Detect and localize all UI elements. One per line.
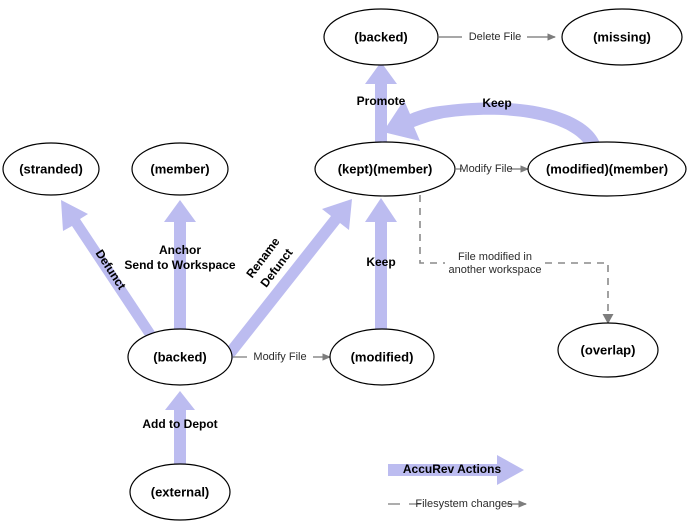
node-label: (backed)	[354, 29, 407, 44]
node-label: (member)	[150, 161, 209, 176]
action-arrow-rename-defunct	[222, 199, 352, 361]
node-kept-member[interactable]: (kept)(member)	[314, 141, 456, 197]
edge-label-modify-file-lower: Modify File	[253, 351, 306, 363]
edge-label-defunct: Defunct	[93, 247, 129, 292]
svg-text:Defunct: Defunct	[93, 247, 129, 292]
node-modified-member[interactable]: (modified)(member)	[527, 141, 687, 197]
action-arrow-defunct	[61, 200, 157, 342]
edge-label-add-to-depot: Add to Depot	[142, 417, 217, 431]
svg-text:Send to Workspace: Send to Workspace	[124, 258, 235, 272]
action-arrow-anchor-send-to-workspace	[164, 200, 196, 333]
edge-label-delete-file: Delete File	[469, 31, 522, 43]
node-label: (stranded)	[19, 161, 83, 176]
action-arrow-add-to-depot	[165, 391, 195, 464]
node-label: (missing)	[593, 29, 651, 44]
svg-text:File modified in: File modified in	[458, 251, 532, 263]
node-backed-top[interactable]: (backed)	[323, 8, 439, 66]
legend-filesystem-label: Filesystem changes	[415, 498, 513, 510]
legend: AccuRev Actions Filesystem changes	[388, 455, 527, 510]
node-member[interactable]: (member)	[131, 142, 229, 196]
edge-label-file-modified-another-workspace: File modified in another workspace	[449, 251, 542, 276]
legend-action-label: AccuRev Actions	[403, 462, 502, 476]
node-label: (modified)	[351, 349, 414, 364]
edge-label-keep-lower: Keep	[366, 255, 395, 269]
edge-label-anchor-send-to-workspace: Anchor Send to Workspace	[124, 243, 235, 272]
node-label: (modified)(member)	[546, 161, 668, 176]
node-missing[interactable]: (missing)	[561, 8, 683, 66]
node-overlap[interactable]: (overlap)	[557, 322, 659, 378]
action-arrow-promote	[365, 62, 397, 146]
edge-label-keep-curved: Keep	[482, 96, 511, 110]
node-modified[interactable]: (modified)	[329, 328, 435, 386]
action-arrow-keep-lower	[365, 198, 397, 334]
node-label: (kept)(member)	[338, 161, 433, 176]
svg-text:another workspace: another workspace	[449, 264, 542, 276]
node-stranded[interactable]: (stranded)	[2, 142, 100, 196]
action-arrow-keep-curved	[383, 100, 601, 152]
node-backed-center[interactable]: (backed)	[127, 328, 233, 386]
legend-action-arrow-icon	[388, 455, 524, 485]
node-label: (external)	[151, 484, 210, 499]
edge-label-promote: Promote	[357, 94, 406, 108]
svg-text:Anchor: Anchor	[159, 243, 201, 257]
node-label: (backed)	[153, 349, 206, 364]
fs-edge-file-modified-another-workspace	[419, 195, 614, 324]
node-label: (overlap)	[581, 342, 636, 357]
edge-label-modify-file-upper: Modify File	[459, 163, 512, 175]
node-external[interactable]: (external)	[129, 463, 231, 521]
